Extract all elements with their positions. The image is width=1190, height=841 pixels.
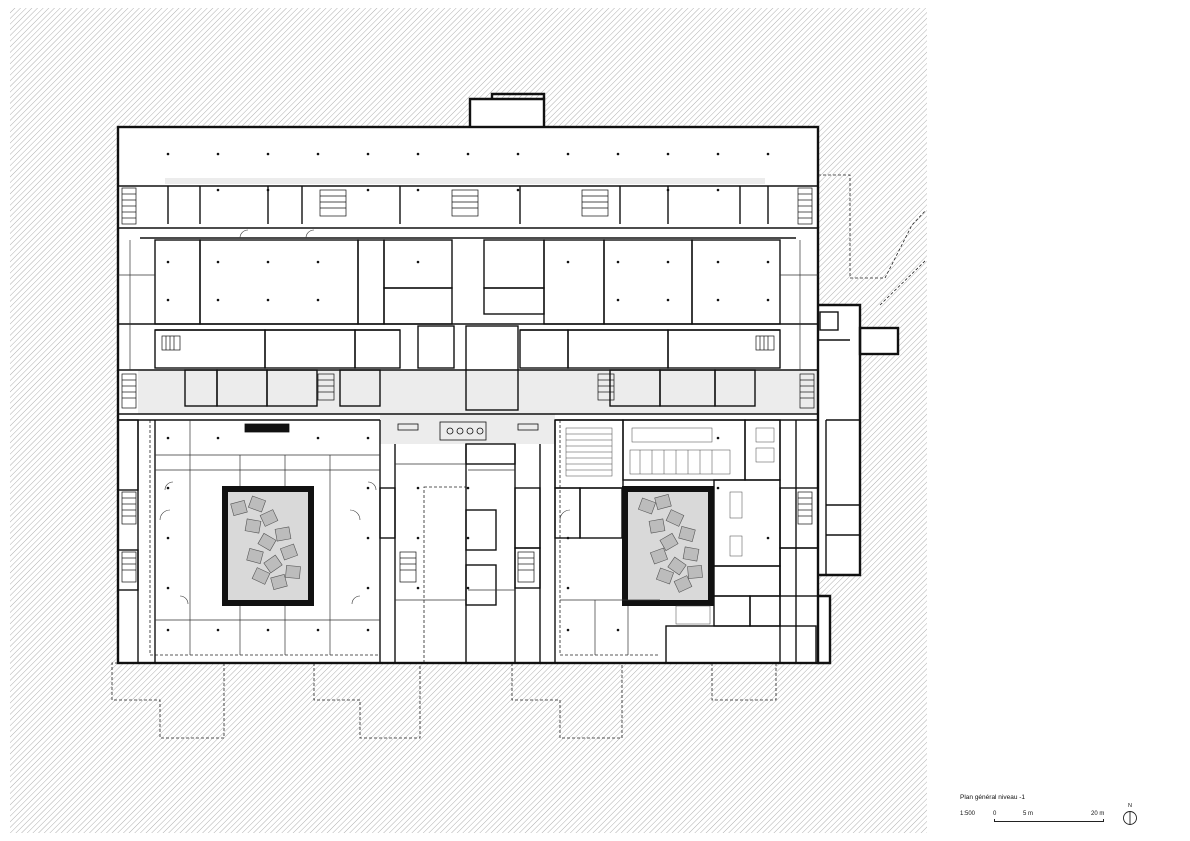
stair-icon bbox=[121, 187, 815, 583]
scale-ratio: 1:500 bbox=[960, 811, 976, 817]
scale-tick-20m: 20 m bbox=[1091, 811, 1105, 817]
drawing-title: Plan général niveau -1 bbox=[960, 794, 1026, 801]
stair-c1 bbox=[317, 373, 335, 401]
dashed-outlines bbox=[111, 174, 927, 739]
stair-s-c2 bbox=[517, 551, 535, 583]
compass-north-icon bbox=[1123, 811, 1137, 825]
tree-clusters bbox=[230, 494, 703, 593]
stair-n3 bbox=[581, 189, 609, 217]
stair-mid-e bbox=[755, 335, 775, 351]
cafeteria-tables bbox=[629, 427, 775, 625]
column-dot-icon bbox=[166, 152, 770, 632]
scale-tick-5m: 5 m bbox=[1023, 811, 1034, 817]
scale-bar bbox=[994, 819, 1104, 822]
drawing-legend: Plan général niveau -1 1:500 0 5 m 20 m … bbox=[958, 792, 1178, 832]
stair-s-w bbox=[121, 491, 137, 525]
stair-s-w2 bbox=[121, 551, 137, 583]
exterior-walls bbox=[116, 92, 900, 665]
north-label: N bbox=[1128, 803, 1132, 809]
stair-s-c1 bbox=[399, 551, 417, 583]
stair-w-mid bbox=[121, 373, 137, 409]
stair-s-e bbox=[797, 491, 813, 525]
stair-e-mid bbox=[799, 373, 815, 409]
door-swings bbox=[159, 229, 571, 605]
lobby-feature bbox=[244, 421, 539, 441]
auditorium-seating bbox=[565, 427, 613, 477]
stair-mid-w bbox=[161, 335, 181, 351]
interior-walls bbox=[117, 185, 860, 664]
stair-n2 bbox=[451, 189, 479, 217]
stair-nw bbox=[121, 187, 137, 225]
partitions bbox=[118, 240, 818, 655]
scale-tick-0: 0 bbox=[993, 811, 997, 817]
stair-c2 bbox=[597, 373, 615, 401]
stair-n1 bbox=[319, 189, 347, 217]
stair-ne bbox=[797, 187, 813, 225]
